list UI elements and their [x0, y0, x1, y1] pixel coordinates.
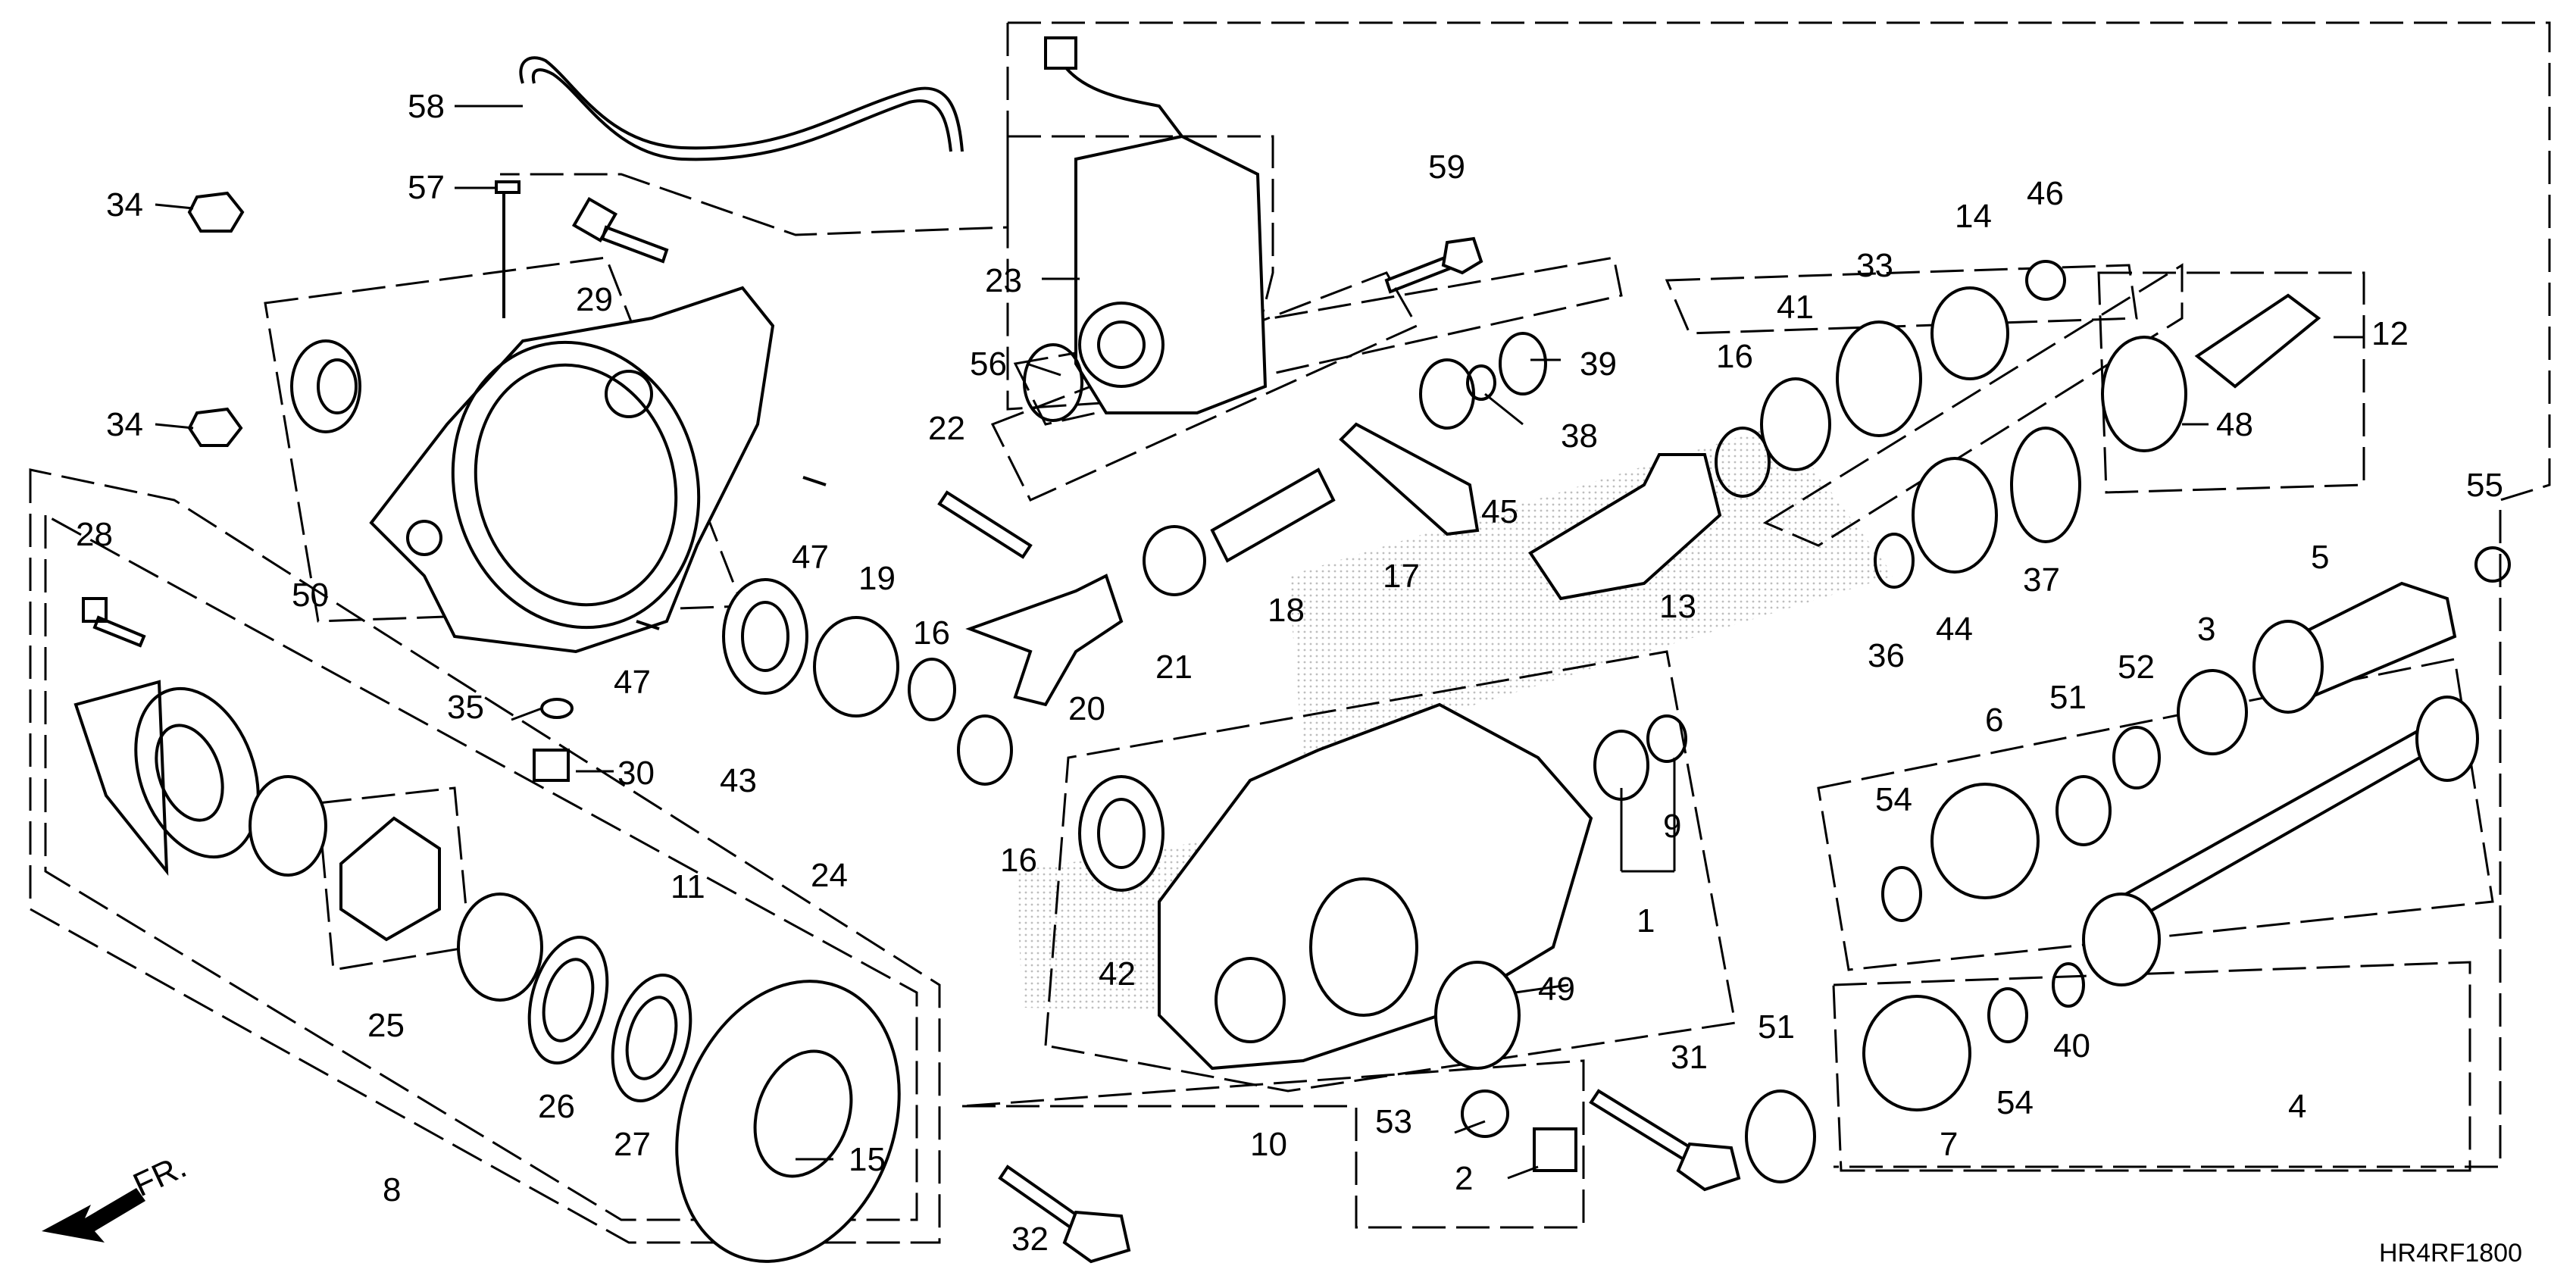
callout-16-c: 16 [1716, 338, 1753, 375]
front-direction-arrow: FR. [42, 1148, 192, 1243]
callout-59: 59 [1428, 148, 1465, 186]
callout-48: 48 [2216, 406, 2253, 443]
callout-47-a: 47 [792, 539, 829, 576]
callout-42: 42 [1099, 955, 1136, 993]
callout-2: 2 [1455, 1160, 1473, 1197]
callout-30: 30 [617, 755, 655, 792]
callout-50: 50 [292, 577, 329, 614]
callout-29: 29 [576, 281, 613, 318]
callout-27: 27 [614, 1126, 651, 1163]
callout-4: 4 [2288, 1088, 2306, 1125]
leader-lines [155, 105, 2364, 1180]
callout-41: 41 [1777, 289, 1814, 326]
callout-7: 7 [1940, 1126, 1958, 1163]
callout-26: 26 [538, 1088, 575, 1125]
callout-31: 31 [1671, 1039, 1708, 1076]
callout-43: 43 [720, 762, 757, 799]
part-drawings [73, 36, 2511, 1264]
callout-54-a: 54 [1875, 781, 1912, 818]
callout-34-upper: 34 [106, 186, 143, 224]
callout-35: 35 [447, 689, 484, 726]
callout-5: 5 [2311, 539, 2329, 576]
callout-18: 18 [1268, 592, 1305, 629]
callout-34-lower: 34 [106, 406, 143, 443]
callout-16-a: 16 [913, 614, 950, 652]
callout-14: 14 [1955, 198, 1992, 235]
callout-57: 57 [408, 169, 445, 206]
callout-9: 9 [1663, 808, 1681, 845]
callout-8: 8 [383, 1171, 401, 1208]
callout-44: 44 [1936, 611, 1973, 648]
callout-46: 46 [2027, 175, 2064, 212]
callout-40: 40 [2053, 1027, 2090, 1064]
callout-53: 53 [1375, 1103, 1412, 1140]
callout-37: 37 [2023, 561, 2060, 599]
callout-28: 28 [76, 516, 113, 553]
callout-15: 15 [849, 1141, 886, 1178]
callout-13: 13 [1659, 588, 1696, 625]
callout-24: 24 [811, 857, 848, 894]
callout-3: 3 [2197, 611, 2215, 648]
callout-10: 10 [1250, 1126, 1287, 1163]
callout-1: 1 [1637, 902, 1655, 939]
callout-49: 49 [1538, 971, 1575, 1008]
callout-56: 56 [970, 345, 1007, 383]
callout-39: 39 [1580, 345, 1617, 383]
callout-33: 33 [1856, 247, 1893, 284]
callout-32: 32 [1011, 1221, 1049, 1258]
callout-55: 55 [2466, 467, 2503, 504]
callout-19: 19 [858, 560, 896, 597]
callout-36: 36 [1868, 637, 1905, 674]
diagram-code: HR4RF1800 [2379, 1239, 2522, 1268]
callout-6: 6 [1985, 702, 2003, 739]
callout-16-b: 16 [1000, 842, 1037, 879]
callout-52: 52 [2118, 649, 2155, 686]
callout-25: 25 [367, 1007, 405, 1044]
callout-20: 20 [1068, 690, 1105, 727]
callout-22: 22 [928, 410, 965, 447]
callout-45: 45 [1481, 493, 1518, 530]
callout-21: 21 [1155, 649, 1193, 686]
callout-labels: 58 57 34 34 29 50 47 47 35 30 43 11 28 2… [76, 88, 2503, 1258]
callout-17: 17 [1383, 558, 1420, 595]
callout-23: 23 [985, 262, 1022, 299]
callout-38: 38 [1561, 417, 1598, 455]
callout-12: 12 [2371, 315, 2409, 352]
callout-51-a: 51 [2049, 679, 2087, 716]
callout-54-b: 54 [1996, 1084, 2034, 1121]
callout-58: 58 [408, 88, 445, 125]
callout-51-b: 51 [1758, 1008, 1795, 1046]
callout-47-b: 47 [614, 664, 651, 701]
callout-11: 11 [671, 868, 705, 905]
